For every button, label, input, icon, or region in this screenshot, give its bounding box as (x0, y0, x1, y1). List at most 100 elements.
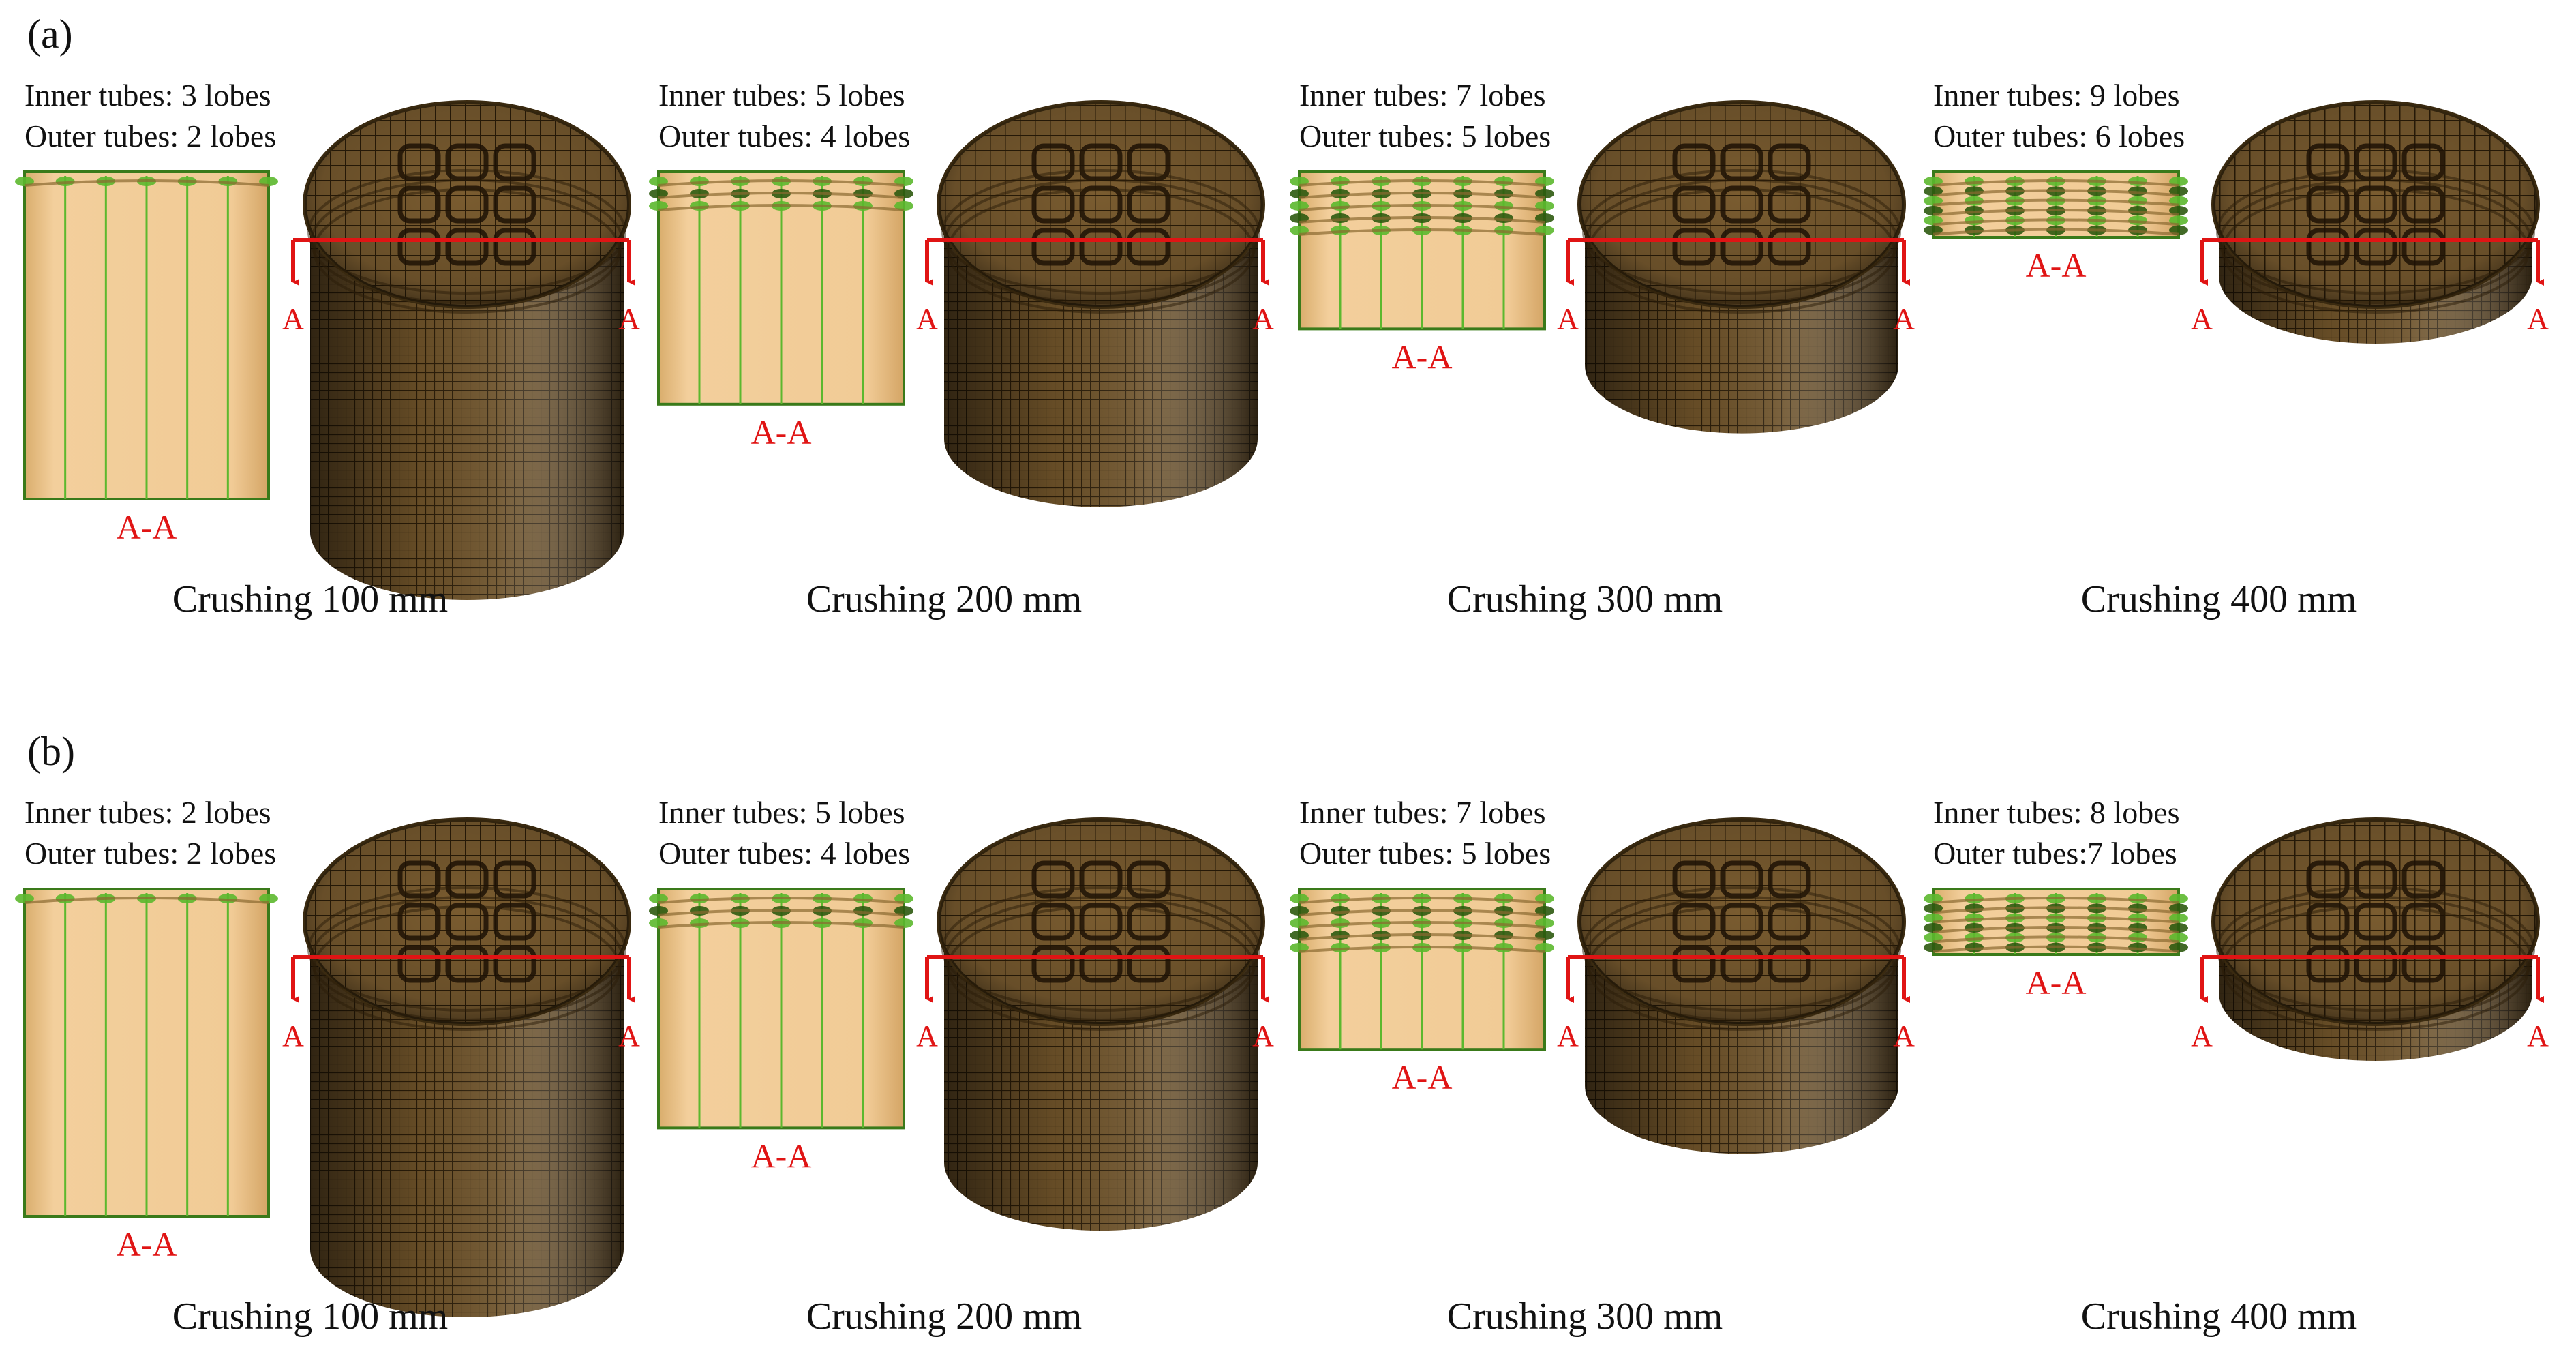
inner-tube-cell (2306, 945, 2350, 983)
inner-tube-cell (1031, 860, 1075, 899)
rim-fold (941, 169, 1260, 295)
cut-label-left: A (916, 1019, 938, 1053)
inner-tube-cell (493, 860, 536, 899)
cut-label-left: A (282, 302, 304, 335)
cross-section-a-a (649, 170, 913, 406)
cut-label-right: A (618, 302, 640, 335)
rim-fold (1588, 905, 1896, 1031)
rim-fold (307, 886, 626, 1012)
inner-tube-cell (1031, 228, 1075, 266)
inner-tube-cell (2354, 228, 2397, 266)
fold-band (658, 192, 905, 199)
inner-tube-cell (2401, 903, 2445, 941)
rim-fold (313, 188, 621, 314)
crushed-tube-3d (1577, 817, 1906, 1154)
fold-band (1299, 921, 1545, 929)
rim-fold (1582, 169, 1901, 295)
cut-label-left: A (282, 1019, 304, 1053)
section-label: A-A (117, 1225, 177, 1263)
rim-fold (1582, 886, 1901, 1012)
inner-tube-cell (1720, 945, 1763, 983)
fold-band (1933, 926, 2179, 933)
cap-shading (939, 819, 1263, 1024)
cut-label-right: A (1893, 302, 1915, 335)
outer-lobes-label: Outer tubes: 2 lobes (25, 836, 276, 871)
stage-caption: Crushing 300 mm (1447, 578, 1723, 620)
outer-lobes-label: Outer tubes: 5 lobes (1299, 119, 1551, 153)
cut-label-left: A (1557, 302, 1579, 335)
inner-tube-cell (1768, 945, 1811, 983)
cross-section-a-a (1290, 170, 1554, 331)
rim-fold (313, 905, 621, 1031)
stage-caption: Crushing 300 mm (1447, 1295, 1723, 1338)
section-cut-marker (925, 238, 1269, 286)
cross-section-a-a (1924, 170, 2188, 239)
stage-caption: Crushing 400 mm (2081, 578, 2357, 620)
fold-band (1933, 198, 2179, 207)
cut-label-right: A (1893, 1019, 1915, 1053)
rim-fold (2216, 169, 2535, 295)
fold-band (1933, 189, 2179, 197)
tube-shading (310, 929, 624, 1317)
fold-band (1933, 945, 2179, 953)
outer-lobes-label: Outer tubes: 4 lobes (658, 119, 910, 153)
cut-label-left: A (916, 302, 938, 335)
cut-label-right: A (2527, 302, 2549, 335)
section-cut-marker (2200, 955, 2544, 1003)
crushed-tube-3d (937, 100, 1265, 507)
inner-lobes-label: Inner tubes: 7 lobes (1299, 78, 1546, 112)
cross-section-a-a (15, 170, 278, 500)
inner-tube-cell (397, 945, 441, 983)
outer-lobes-label: Outer tubes: 6 lobes (1933, 119, 2185, 153)
inner-tube-cell (2306, 903, 2350, 941)
inner-tube-cell (397, 860, 441, 899)
rim-fold (2216, 886, 2535, 1012)
rim-fold (947, 905, 1255, 1031)
cross-section-a-a (15, 888, 278, 1218)
inner-tube-cell (397, 185, 441, 224)
inner-lobes-label: Inner tubes: 8 lobes (1933, 795, 2180, 830)
inner-tube-cell (1672, 903, 1716, 941)
inner-tube-cell (445, 945, 489, 983)
cross-section-a-a (649, 888, 913, 1130)
fold-band (1933, 897, 2179, 904)
inner-tube-cell (397, 903, 441, 941)
fold-band (1933, 218, 2179, 226)
fold-band (658, 909, 905, 916)
inner-tube-cell (1127, 860, 1170, 899)
fold-band (658, 204, 905, 211)
section-label: A-A (2026, 963, 2087, 1002)
cross-section-a-a (1290, 888, 1554, 1051)
inner-tube-cell (493, 143, 536, 181)
stage-caption: Crushing 400 mm (2081, 1295, 2357, 1338)
cut-label-right: A (1252, 1019, 1274, 1053)
inner-tube-cell (397, 143, 441, 181)
inner-tube-cell (2306, 185, 2350, 224)
inner-tube-cell (2401, 860, 2445, 899)
cap-shading (2213, 819, 2538, 1024)
cut-label-left: A (2191, 302, 2213, 335)
inner-tube-cell (1672, 860, 1716, 899)
crushed-tube-3d (1577, 100, 1906, 434)
fold-band (1299, 909, 1545, 916)
cut-label-right: A (2527, 1019, 2549, 1053)
cut-label-right: A (1252, 302, 1274, 335)
inner-tube-cell (397, 228, 441, 266)
section-label: A-A (751, 1137, 812, 1175)
inner-lobes-label: Inner tubes: 5 lobes (658, 78, 905, 112)
cap-shading (2213, 102, 2538, 307)
inner-tube-cell (1672, 143, 1716, 181)
cut-label-right: A (618, 1019, 640, 1053)
fold-band (1933, 228, 2179, 236)
section-cut-marker (1566, 955, 1910, 1003)
section-label: A-A (2026, 246, 2087, 284)
inner-lobes-label: Inner tubes: 3 lobes (25, 78, 271, 112)
section-label: A-A (1392, 337, 1453, 376)
section-cut-marker (291, 955, 635, 1003)
